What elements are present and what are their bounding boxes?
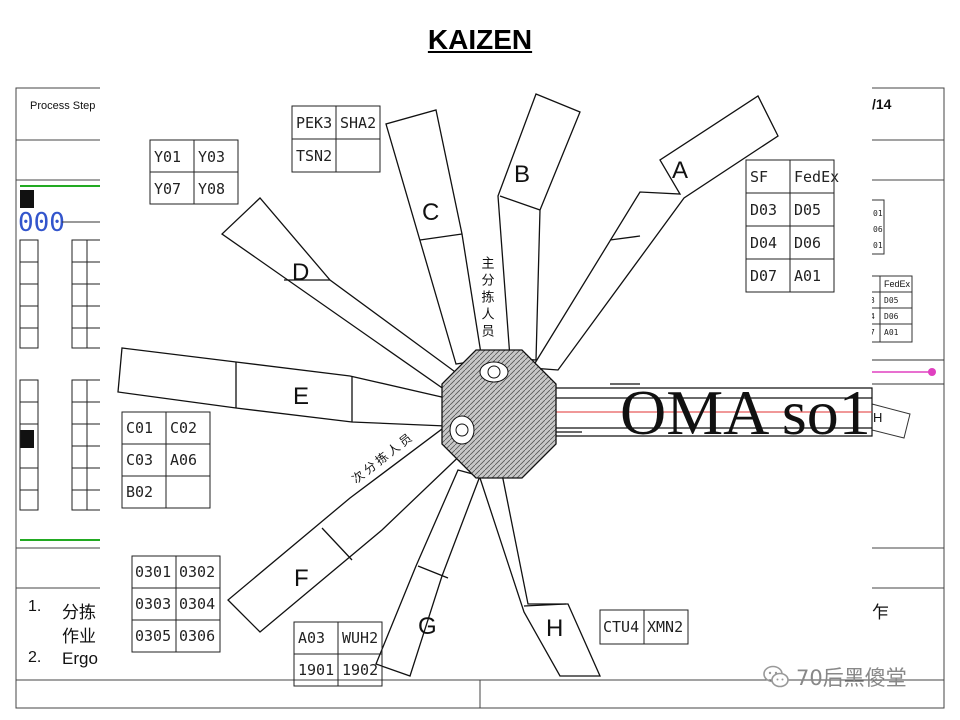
right-cell-2b: D06 xyxy=(884,312,899,321)
table-y-codes xyxy=(149,139,239,205)
date-fragment: /14 xyxy=(872,96,892,112)
table-ctu xyxy=(599,609,689,645)
cell-xmn2: XMN2 xyxy=(647,618,683,636)
cell-d04: D04 xyxy=(750,234,777,252)
cell-0303: 0303 xyxy=(135,595,171,613)
right-cell-3a: 7 xyxy=(870,328,875,337)
lane-label-B: B xyxy=(514,161,530,188)
magenta-dot xyxy=(928,368,936,376)
lane-H xyxy=(479,473,602,677)
right-cell-2a: 4 xyxy=(870,312,875,321)
page-title: KAIZEN xyxy=(427,24,533,55)
main-sorter-label: 主分拣人员 xyxy=(479,256,495,341)
right-cell-3b: A01 xyxy=(884,328,899,337)
wechat-icon xyxy=(763,665,789,688)
cell-0304: 0304 xyxy=(179,595,215,613)
cell-y07: Y07 xyxy=(154,180,181,198)
watermark-text: 70后黑傻堂 xyxy=(796,666,907,690)
cell-sha2: SHA2 xyxy=(340,114,376,132)
lane-A xyxy=(530,95,779,371)
cell-d05: D05 xyxy=(794,201,821,219)
cell-y01: Y01 xyxy=(154,148,181,166)
note-right-fragment: 乍 xyxy=(872,603,889,622)
process-step-label: Process Step xyxy=(30,100,96,112)
cell-a03: A03 xyxy=(298,629,325,647)
cell-a01: A01 xyxy=(794,267,821,285)
cell-0302: 0302 xyxy=(179,563,215,581)
lane-label-E: E xyxy=(293,383,309,410)
cell-b02: B02 xyxy=(126,483,153,501)
code-fragment: 000 xyxy=(18,208,65,238)
cell-d07: D07 xyxy=(750,267,777,285)
cell-a06: A06 xyxy=(170,451,197,469)
operator-main-figure xyxy=(479,361,509,383)
cell-d03: D03 xyxy=(750,201,777,219)
right-cell-1b: D05 xyxy=(884,296,899,305)
operator-secondary-figure xyxy=(449,415,475,445)
cell-0306: 0306 xyxy=(179,627,215,645)
right-code-3: 01 xyxy=(873,241,883,250)
cell-d06: D06 xyxy=(794,234,821,252)
conveyor-label: OMA so1 xyxy=(620,377,871,448)
cell-pek3: PEK3 xyxy=(296,114,332,132)
lane-E xyxy=(117,347,447,427)
table-c-codes xyxy=(121,411,211,509)
lane-B xyxy=(497,93,581,361)
cell-y03: Y03 xyxy=(198,148,225,166)
cell-wuh2: WUH2 xyxy=(342,629,378,647)
h-fragment: H xyxy=(873,410,883,425)
sorting-lanes xyxy=(117,93,779,677)
note-2-text: Ergo xyxy=(62,649,98,668)
lane-label-A: A xyxy=(672,157,688,184)
left-rack-grid xyxy=(19,239,103,511)
cell-y08: Y08 xyxy=(198,180,225,198)
right-cell-1a: 3 xyxy=(870,296,875,305)
cell-sf: SF xyxy=(750,168,768,186)
watermark: 70后黑傻堂 xyxy=(762,662,907,692)
lane-label-C: C xyxy=(422,199,439,226)
cell-1902: 1902 xyxy=(342,661,378,679)
cell-ctu4: CTU4 xyxy=(603,618,639,636)
cell-c03: C03 xyxy=(126,451,153,469)
note-1-text: 分拣 xyxy=(62,603,96,622)
lane-label-D: D xyxy=(292,259,309,286)
table-city-top xyxy=(291,105,381,173)
note-1-line2: 作业 xyxy=(62,627,96,646)
lane-label-H: H xyxy=(546,615,563,642)
black-marker-2 xyxy=(20,430,34,448)
cell-0301: 0301 xyxy=(135,563,171,581)
right-code-1: 01 xyxy=(873,209,883,218)
black-marker-1 xyxy=(20,190,34,208)
lane-label-F: F xyxy=(294,565,309,592)
note-1-number: 1. xyxy=(28,598,42,615)
note-2-number: 2. xyxy=(28,649,42,666)
right-table-header: FedEx xyxy=(884,279,911,289)
cell-0305: 0305 xyxy=(135,627,171,645)
cell-1901: 1901 xyxy=(298,661,334,679)
cell-c02: C02 xyxy=(170,419,197,437)
cell-tsn2: TSN2 xyxy=(296,147,332,165)
right-code-2: 06 xyxy=(873,225,883,234)
table-numbers xyxy=(131,555,221,653)
cell-fedex: FedEx xyxy=(794,168,839,186)
cell-c01: C01 xyxy=(126,419,153,437)
table-bottom-codes xyxy=(293,621,383,687)
lane-G xyxy=(375,469,481,677)
lane-label-G: G xyxy=(418,613,437,640)
sorting-hub xyxy=(441,349,557,479)
table-carriers xyxy=(745,159,835,293)
